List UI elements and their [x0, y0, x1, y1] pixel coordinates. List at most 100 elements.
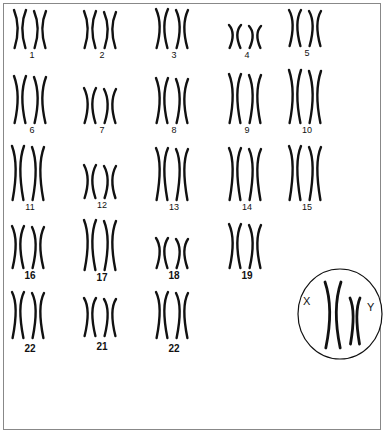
- chromatid: [92, 220, 96, 270]
- chromatid: [289, 10, 293, 46]
- chromatid: [14, 76, 18, 123]
- chromatid: [42, 11, 46, 48]
- chromatid: [12, 292, 16, 338]
- chromatid: [40, 293, 44, 338]
- chromatid: [112, 89, 116, 123]
- chromosome-number: 7: [99, 126, 104, 135]
- chromatid: [22, 10, 26, 48]
- chromatid: [164, 238, 168, 268]
- chromatid: [112, 299, 116, 336]
- sex-chromosome-circle: XY: [297, 268, 383, 360]
- chromatid: [229, 25, 233, 48]
- chromatid: [249, 26, 253, 48]
- chromosome-number: 21: [96, 342, 107, 352]
- chromatid: [297, 10, 301, 46]
- chromosome-number: 17: [96, 273, 107, 283]
- chromosome-number: 9: [244, 126, 249, 135]
- chromatid: [176, 239, 180, 268]
- chromatid: [184, 293, 188, 338]
- chromosome-number: 22: [24, 344, 35, 354]
- frame: [4, 4, 381, 430]
- chromatid: [317, 147, 321, 200]
- chromatid: [289, 70, 293, 123]
- chromatid: [20, 146, 24, 200]
- chromatid: [156, 148, 160, 200]
- chromatid: [176, 149, 180, 200]
- chromatid: [92, 88, 96, 123]
- chromatid: [84, 298, 88, 336]
- chromatid: [237, 25, 241, 48]
- chromatid: [92, 165, 96, 198]
- chromosome-letter: Y: [367, 302, 374, 313]
- chromatid: [336, 282, 341, 348]
- chromatid: [164, 292, 168, 338]
- chromatid: [32, 293, 36, 338]
- chromosome-number: 18: [168, 271, 179, 281]
- chromosome-number: 13: [169, 203, 179, 212]
- chromatid: [317, 71, 321, 123]
- chromatid: [257, 149, 261, 200]
- chromatid: [104, 89, 108, 123]
- chromosome-number: 3: [171, 51, 176, 60]
- chromatid: [104, 166, 108, 198]
- chromosome-number: 19: [241, 271, 252, 281]
- chromatid: [249, 149, 253, 200]
- chromatid: [237, 74, 241, 123]
- chromatid: [12, 226, 16, 268]
- chromosome-number: 4: [244, 51, 249, 60]
- chromatid: [34, 11, 38, 48]
- chromatid: [176, 293, 180, 338]
- chromatid: [112, 221, 116, 270]
- chromatid: [176, 79, 180, 123]
- chromatid: [325, 282, 330, 348]
- chromatid: [112, 166, 116, 198]
- chromosome-number: 2: [99, 51, 104, 60]
- chromosome-letter: X: [303, 296, 310, 307]
- chromatid: [184, 149, 188, 200]
- chromatid: [229, 148, 233, 200]
- chromatid: [249, 75, 253, 123]
- chromatid: [156, 292, 160, 338]
- chromosome-number: 15: [302, 203, 312, 212]
- chromosome-number: 14: [242, 203, 252, 212]
- chromosome-number: 6: [29, 126, 34, 135]
- chromatid: [317, 11, 321, 46]
- chromatid: [350, 298, 353, 344]
- chromatid: [112, 12, 116, 48]
- chromatid: [257, 225, 261, 268]
- chromosome-number: 16: [24, 271, 35, 281]
- chromatid: [20, 292, 24, 338]
- chromatid: [92, 11, 96, 48]
- chromatid: [184, 239, 188, 268]
- chromatid: [257, 26, 261, 48]
- chromatid: [164, 148, 168, 200]
- chromatid: [40, 227, 44, 268]
- chromatid: [297, 146, 301, 200]
- chromatid: [104, 299, 108, 336]
- circle-outline: [297, 268, 383, 360]
- chromatid: [32, 147, 36, 200]
- chromosome-group: [12, 9, 321, 338]
- chromatid: [84, 165, 88, 198]
- chromatid: [156, 9, 160, 48]
- chromatid: [104, 221, 108, 270]
- chromatid: [84, 88, 88, 123]
- chromatid: [229, 224, 233, 268]
- chromosome-number: 11: [25, 203, 34, 212]
- chromatid: [34, 77, 38, 123]
- chromosome-number: 10: [302, 126, 312, 135]
- chromatid: [12, 146, 16, 200]
- chromatid: [176, 10, 180, 48]
- chromatid: [184, 10, 188, 48]
- chromosome-number: 8: [171, 126, 176, 135]
- chromosome-number: 22: [168, 344, 179, 354]
- chromatid: [20, 226, 24, 268]
- chromatid: [84, 11, 88, 48]
- chromatid: [42, 77, 46, 123]
- chromatid: [14, 10, 18, 48]
- chromatid: [257, 75, 261, 123]
- chromatid: [156, 78, 160, 123]
- chromosome-number: 12: [97, 201, 107, 210]
- chromatid: [357, 298, 360, 344]
